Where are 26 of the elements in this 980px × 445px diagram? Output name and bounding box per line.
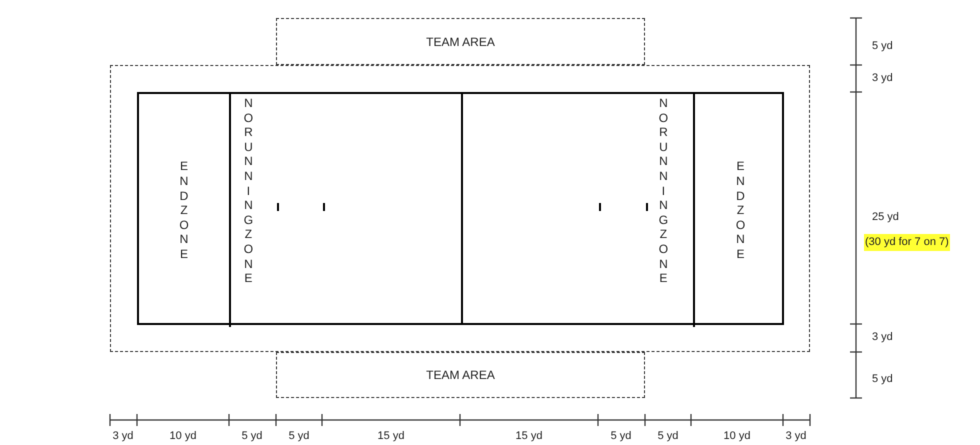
dimension-label: 5 yd bbox=[872, 372, 893, 387]
zone-label: NO RUNNING ZONE bbox=[243, 96, 254, 286]
dimension-label: 25 yd bbox=[872, 210, 899, 225]
dimension-label: 5 yd bbox=[610, 429, 632, 444]
playing-field bbox=[137, 92, 784, 325]
dimension-label: 3 yd bbox=[112, 429, 134, 444]
dimension-label: 15 yd bbox=[516, 429, 542, 444]
team-area bbox=[276, 352, 645, 398]
dimension-label: 5 yd bbox=[658, 429, 678, 444]
dimension-label: 5 yd bbox=[872, 39, 893, 54]
dimension-label: 3 yd bbox=[872, 330, 893, 345]
zone-label: NO RUNNING ZONE bbox=[658, 96, 669, 286]
sideline-buffer-area bbox=[110, 65, 810, 352]
zone-label: END ZONE bbox=[735, 159, 746, 262]
dimension-label: 5 yd bbox=[288, 429, 310, 444]
dimension-label: 3 yd bbox=[786, 429, 806, 444]
dimension-label: 10 yd bbox=[724, 429, 750, 444]
dimension-label: 10 yd bbox=[170, 429, 196, 444]
zone-label: TEAM AREA bbox=[426, 367, 495, 384]
dimension-label: 5 yd bbox=[242, 429, 262, 444]
dimension-label: 3 yd bbox=[872, 71, 893, 86]
dimension-label: 15 yd bbox=[378, 429, 404, 444]
zone-label: TEAM AREA bbox=[426, 34, 495, 50]
dimension-label: (30 yd for 7 on 7) bbox=[864, 234, 950, 250]
team-area bbox=[276, 18, 645, 65]
zone-label: END ZONE bbox=[178, 159, 190, 262]
